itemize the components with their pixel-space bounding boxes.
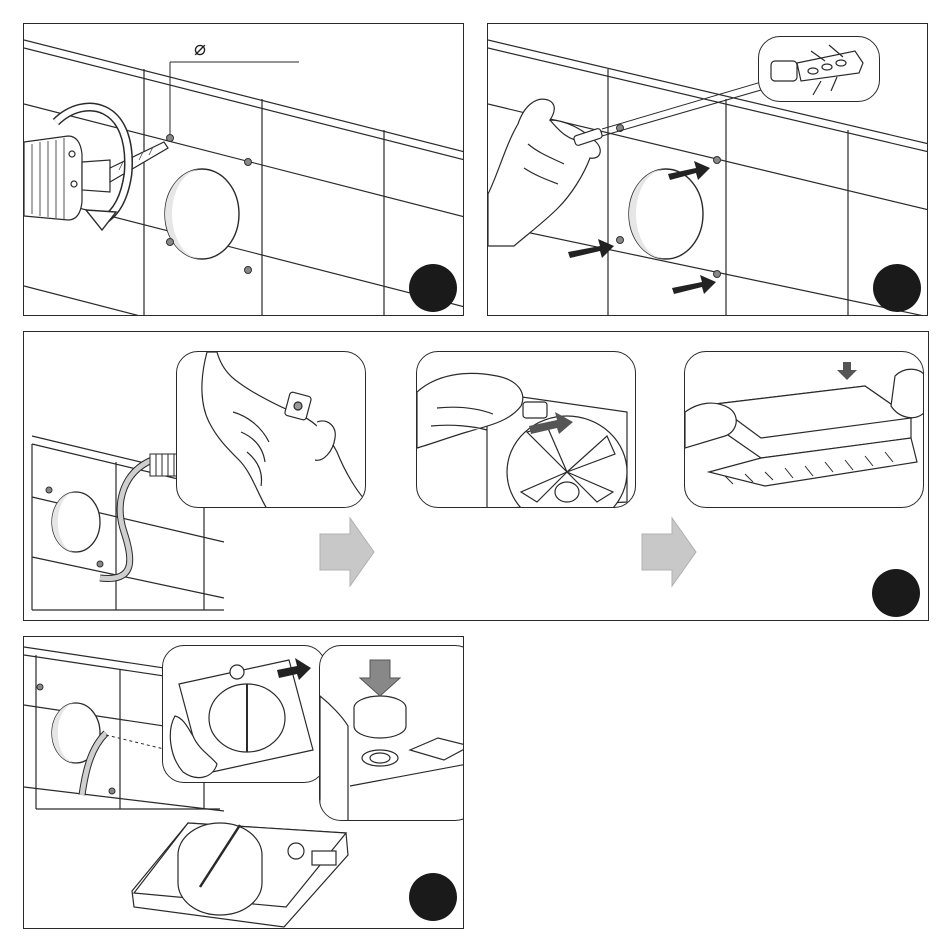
- wall-plug-icon: [759, 37, 880, 102]
- flow-arrow-icon: [320, 518, 696, 586]
- drill-icon: [24, 24, 464, 316]
- step-badge-1: [409, 264, 457, 312]
- step-4-mount-panel: [23, 636, 464, 929]
- duct-hole: [629, 169, 703, 259]
- frame-assembly-inset: [684, 351, 924, 508]
- terminal-connect-inset: [176, 351, 366, 508]
- cap-press-inset: [319, 645, 464, 821]
- step-2-plugs-panel: [487, 23, 928, 316]
- step-badge-3: [872, 569, 920, 617]
- fan-clip-inset: [416, 351, 636, 508]
- wall-plug-zoom-inset: [758, 36, 880, 102]
- damper-inset: [162, 645, 326, 783]
- step-1-drill-panel: ⌀: [23, 23, 464, 316]
- step-3-connect-panel: [23, 331, 929, 621]
- step-badge-2: [873, 264, 921, 312]
- fan-base-unit: [132, 823, 348, 927]
- step-badge-4: [409, 873, 457, 921]
